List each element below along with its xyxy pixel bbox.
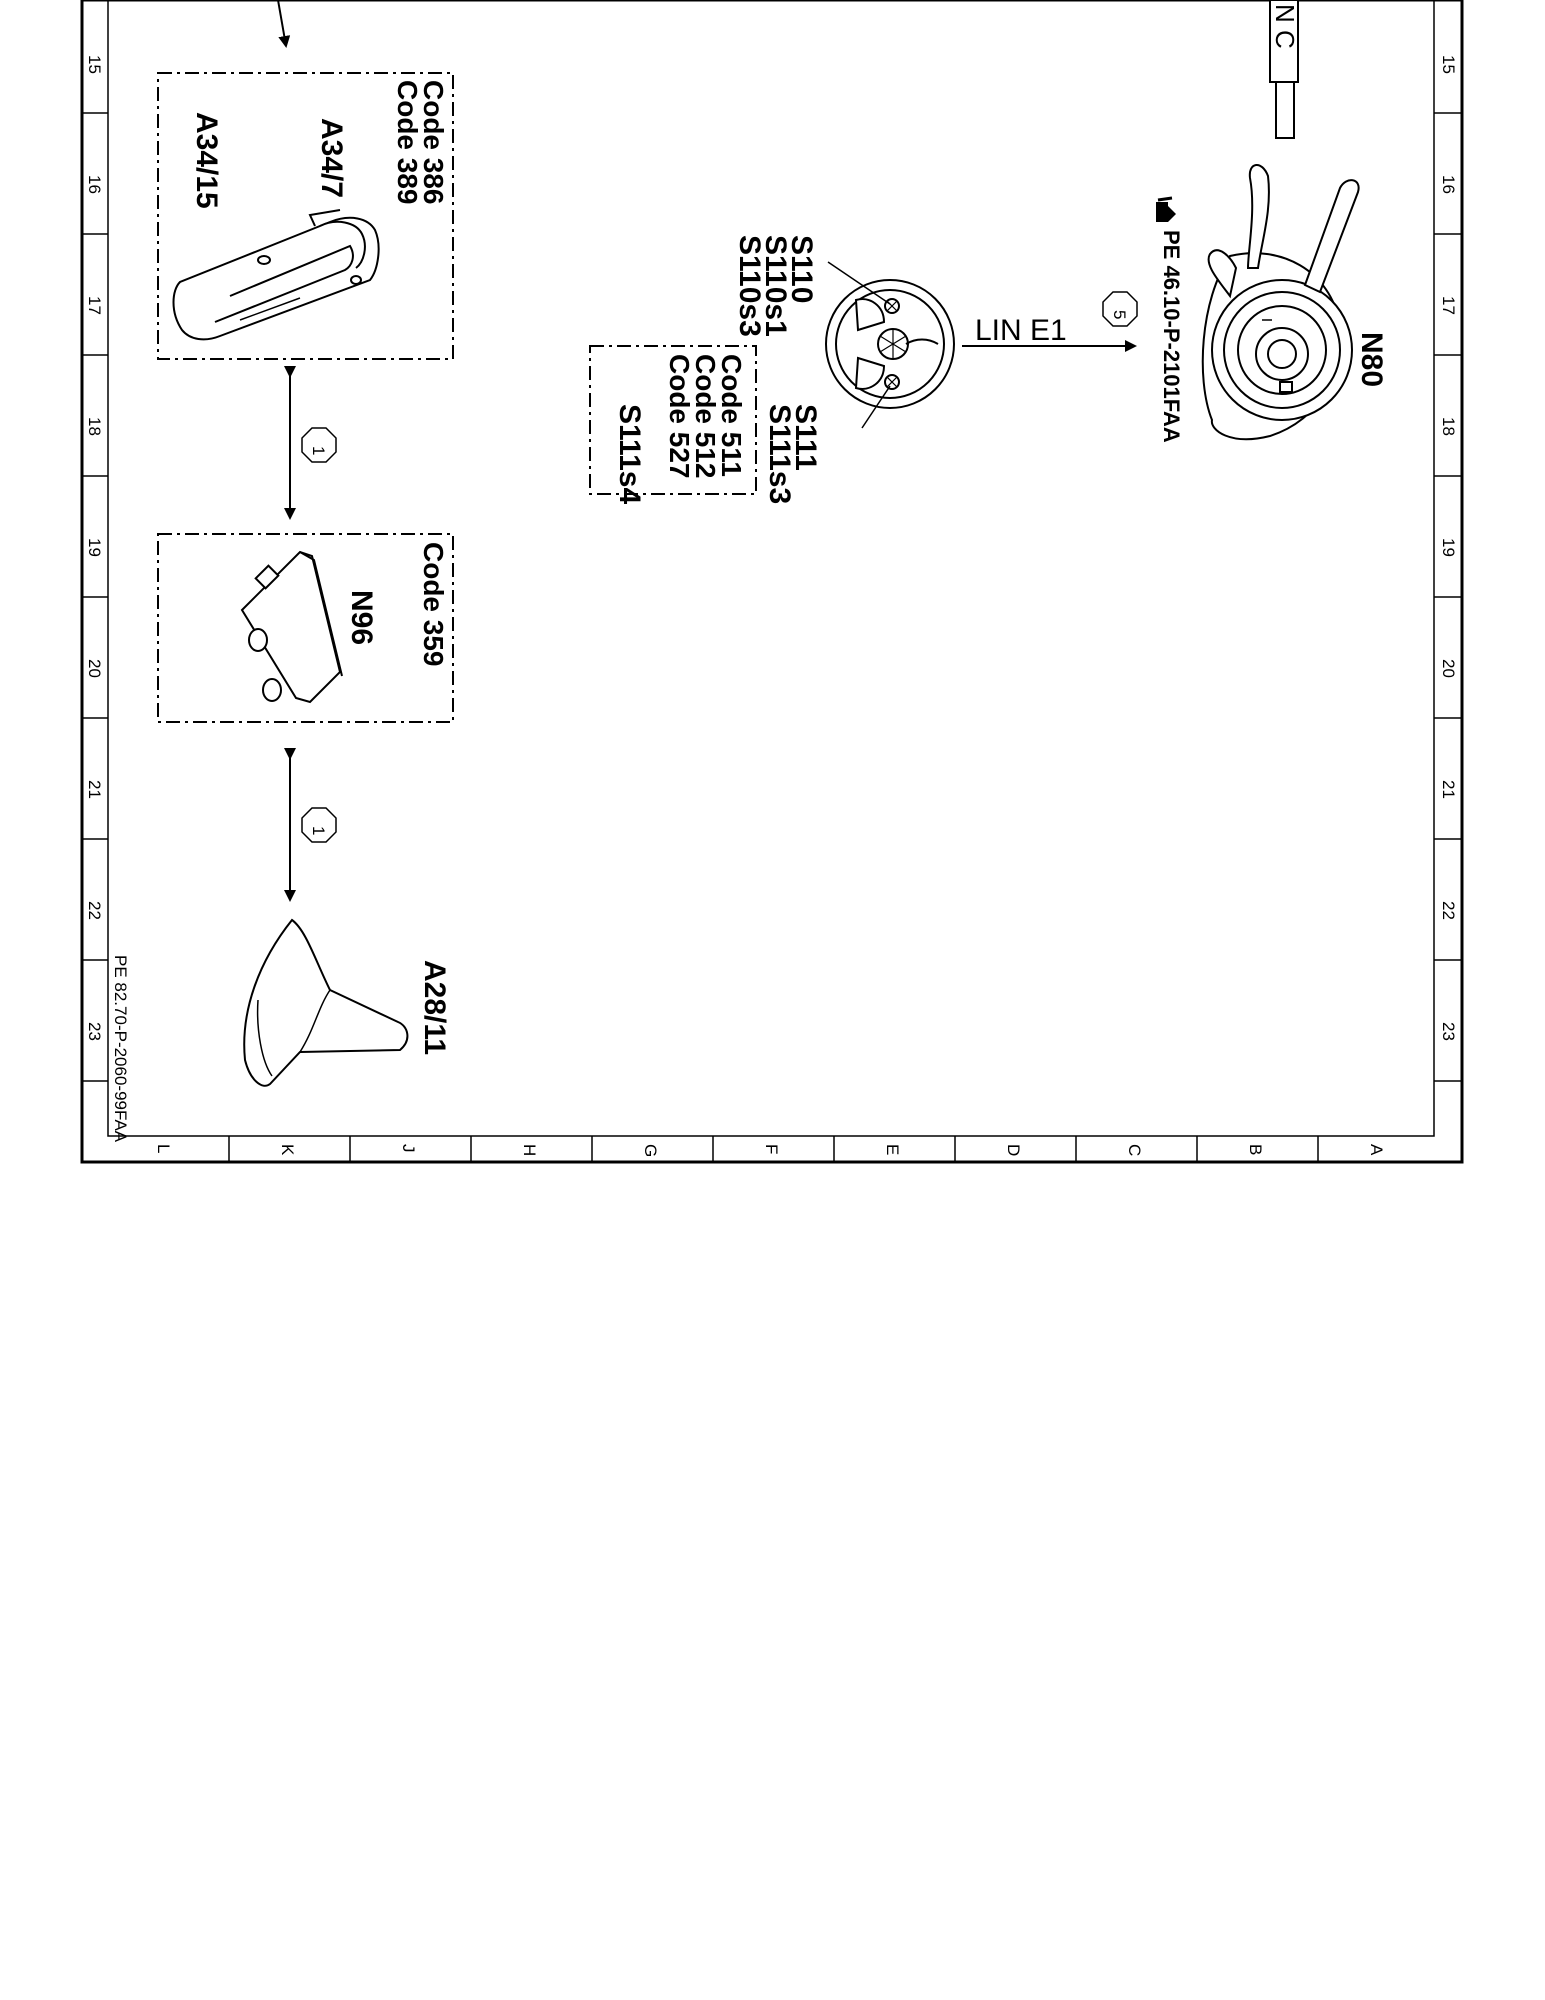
- n80-label: N80: [1355, 332, 1388, 387]
- lin-e1-label: LIN E1: [975, 314, 1067, 347]
- column-letter: B: [1246, 1144, 1265, 1155]
- row-number: 19: [85, 538, 104, 557]
- a34-15-label: A34/15: [190, 112, 223, 209]
- marker-octagon: [1102, 291, 1138, 327]
- n96-code-359: Code 359: [418, 542, 449, 667]
- link-n96-a28: 1: [284, 748, 337, 902]
- row-number: 22: [1439, 901, 1458, 920]
- s110s1-label: S110s1: [759, 235, 792, 337]
- s111s3-label: S111s3: [763, 404, 796, 504]
- a34-dashed-box: [157, 72, 454, 360]
- s110s3-label: S110s3: [733, 235, 766, 337]
- a34-7-label: A34/7: [315, 118, 348, 198]
- column-letter: F: [762, 1144, 781, 1154]
- row-number: 17: [1439, 296, 1458, 315]
- steering-code-527: Code 527: [664, 354, 695, 479]
- column-letter: L: [154, 1144, 173, 1153]
- column-letter: D: [1004, 1144, 1023, 1156]
- column-letter: H: [520, 1144, 539, 1156]
- n96-component-group: Code 359 N96: [157, 533, 454, 723]
- row-number: 20: [1439, 659, 1458, 678]
- a34-code-389: Code 389: [392, 80, 423, 205]
- column-letter: C: [1125, 1144, 1144, 1156]
- row-number: 16: [1439, 175, 1458, 194]
- row-number: 22: [85, 901, 104, 920]
- s110-leader: [827, 261, 891, 305]
- marker-5: 5: [1110, 310, 1129, 319]
- steering-codes-dashed-box: [589, 345, 757, 495]
- column-letters: L K J H G F E D C B A: [154, 1144, 1386, 1157]
- s110-label: S110: [785, 235, 818, 303]
- steering-wheel-group: S110 S110s1 S110s3 S111 S111s3 Code 511 …: [589, 235, 955, 504]
- row-number: 21: [1439, 780, 1458, 799]
- marker-octagon: [301, 427, 337, 463]
- lin-e1-link: LIN E1 5: [962, 291, 1138, 352]
- row-number: 16: [85, 175, 104, 194]
- footer-reference: PE 82.70-P-2060-99FAA: [111, 955, 130, 1143]
- drawing-frame: [80, 0, 1464, 1164]
- selector-lever-icon: [243, 918, 409, 1087]
- connector-group: N C: [1269, 0, 1300, 139]
- row-number: 20: [85, 659, 104, 678]
- steering-code-511: Code 511: [716, 354, 747, 477]
- row-number: 21: [85, 780, 104, 799]
- row-number: 15: [85, 55, 104, 74]
- row-numbers-right: 15 16 17 18 19 20 21 22 23: [1439, 55, 1458, 1041]
- a34-component-group: Code 386 Code 389 A34/7 A34/15: [157, 72, 454, 360]
- reference-pointer-icon: [1156, 196, 1176, 222]
- row-number: 18: [1439, 417, 1458, 436]
- link-a34-n96: 1: [284, 366, 337, 520]
- row-number: 17: [85, 296, 104, 315]
- a34-handle-icon: [172, 209, 380, 341]
- a28-11-group: A28/11: [243, 918, 451, 1087]
- n80-group: N80 PE 46.10-P-2101FAA: [1156, 164, 1388, 443]
- n80-reference: PE 46.10-P-2101FAA: [1159, 230, 1184, 443]
- n96-dashed-box: [157, 533, 454, 723]
- column-letter: G: [641, 1144, 660, 1157]
- marker-octagon: [301, 807, 337, 843]
- steering-code-512: Code 512: [690, 354, 721, 479]
- steering-column-module-icon: [1201, 164, 1360, 441]
- column-letter: A: [1367, 1144, 1386, 1156]
- row-numbers-left: 15 16 17 18 19 20 21 22 23: [85, 55, 104, 1041]
- n96-module-icon: [240, 550, 343, 704]
- column-letter: J: [399, 1144, 418, 1153]
- top-arrow: [277, 0, 291, 48]
- s111-leader: [861, 385, 891, 429]
- connector-label: N C: [1270, 4, 1300, 49]
- column-letter: E: [883, 1144, 902, 1155]
- a34-code-386: Code 386: [418, 80, 449, 205]
- column-letter: K: [278, 1144, 297, 1156]
- a28-11-label: A28/11: [418, 960, 451, 1055]
- row-number: 23: [1439, 1022, 1458, 1041]
- row-number: 15: [1439, 55, 1458, 74]
- marker-1-top: 1: [309, 446, 328, 455]
- marker-1-bottom: 1: [309, 826, 328, 835]
- s111s4-label: S111s4: [613, 404, 646, 504]
- row-number: 19: [1439, 538, 1458, 557]
- row-number: 23: [85, 1022, 104, 1041]
- n96-label: N96: [345, 590, 378, 645]
- steering-wheel-icon: [825, 279, 955, 409]
- s111-label: S111: [789, 404, 822, 471]
- row-number: 18: [85, 417, 104, 436]
